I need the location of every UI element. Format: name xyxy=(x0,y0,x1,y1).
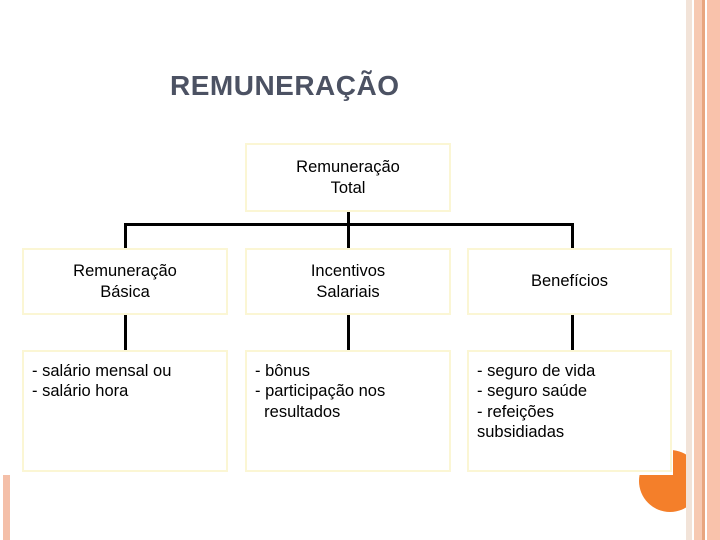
list-item: - participação nos xyxy=(255,382,386,401)
right-edge-stripe-1 xyxy=(686,0,692,540)
connector-root-trunk xyxy=(347,212,350,249)
right-edge-stripe-5 xyxy=(705,0,707,540)
right-edge-stripe-6 xyxy=(707,0,720,540)
list-item: - seguro saúde xyxy=(477,382,588,401)
node-remuneracao-basica-items: - salário mensal ou - salário hora xyxy=(22,350,228,472)
node-label-line: Total xyxy=(330,178,366,197)
connector-basica-to-items xyxy=(124,315,127,351)
connector-drop-right xyxy=(571,223,574,249)
node-incentivos-salariais-items: - bônus - participação nos resultados xyxy=(245,350,451,472)
connector-horizontal-bar xyxy=(124,223,574,226)
node-label-line: Remuneração xyxy=(73,262,177,281)
right-edge-stripe-4 xyxy=(702,0,705,540)
connector-beneficios-to-items xyxy=(571,315,574,351)
node-beneficios: Benefícios xyxy=(467,248,672,315)
connector-incentivos-to-items xyxy=(347,315,350,351)
node-label-line: Básica xyxy=(100,282,150,301)
node-incentivos-salariais: Incentivos Salariais xyxy=(245,248,451,315)
node-remuneracao-basica: Remuneração Básica xyxy=(22,248,228,315)
right-edge-stripe-2 xyxy=(692,0,694,540)
node-beneficios-items: - seguro de vida - seguro saúde - refeiç… xyxy=(467,350,672,472)
list-item: resultados xyxy=(255,402,341,421)
list-item: - seguro de vida xyxy=(477,362,596,380)
list-item: - salário mensal ou xyxy=(32,362,172,380)
list-item: subsidiadas xyxy=(477,423,565,442)
list-item: - bônus xyxy=(255,362,311,380)
node-label-line: Remuneração xyxy=(296,158,400,177)
list-item: - salário hora xyxy=(32,382,129,401)
list-item: - refeições xyxy=(477,402,555,421)
node-label-line: Incentivos xyxy=(310,262,386,281)
right-edge-stripe-3 xyxy=(694,0,702,540)
slide-title: REMUNERAÇÃO xyxy=(170,70,400,101)
node-remuneracao-total: Remuneração Total xyxy=(245,143,451,212)
node-label-line: Salariais xyxy=(316,282,380,301)
node-label-line: Benefícios xyxy=(530,272,609,291)
connector-drop-left xyxy=(124,223,127,249)
